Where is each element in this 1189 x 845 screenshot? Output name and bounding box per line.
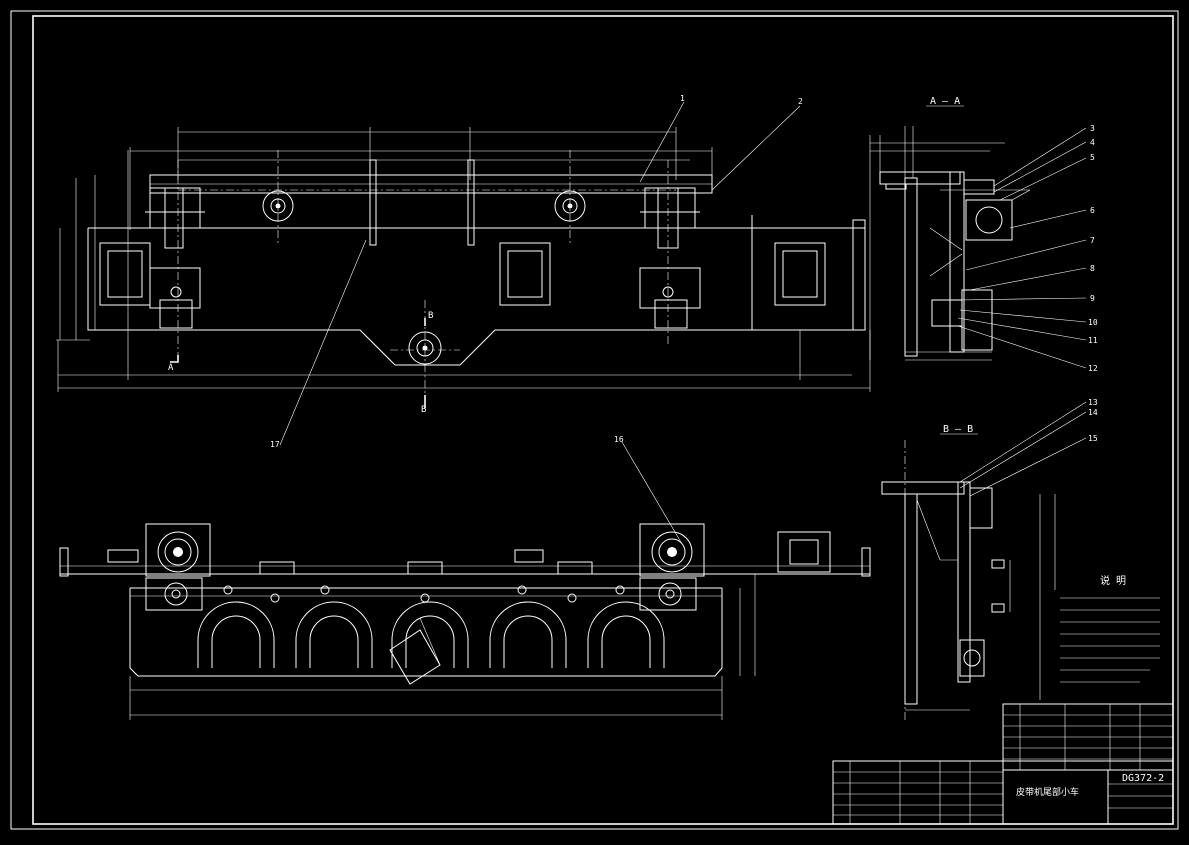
section-a-a: A — A: [869, 96, 1031, 361]
balloon-8: 8: [1090, 264, 1095, 273]
balloon-14: 14: [1088, 408, 1098, 417]
balloon-15: 15: [1088, 434, 1098, 443]
section-b-b: B — B: [881, 424, 1056, 720]
balloon-5: 5: [1090, 153, 1095, 162]
drawing-name: 皮带机尾部小车: [1016, 786, 1079, 798]
balloon-4: 4: [1090, 138, 1095, 147]
leader-lines: [279, 101, 1087, 545]
title-block: 皮带机尾部小车 DG372-2: [1003, 769, 1173, 824]
plan-view: [59, 523, 871, 720]
drawing-number: DG372-2: [1122, 773, 1164, 784]
section-a-a-title: A — A: [930, 96, 960, 107]
cut-mark-a: A: [168, 363, 174, 373]
balloon-16: 16: [614, 435, 624, 444]
drawing-frame: [10, 10, 1179, 830]
cut-mark-b-bottom: B: [421, 405, 426, 415]
balloon-12: 12: [1088, 364, 1098, 373]
notes-title: 说 明: [1100, 574, 1126, 587]
balloon-9: 9: [1090, 294, 1095, 303]
notes-block: 说 明: [1060, 574, 1160, 683]
balloon-11: 11: [1088, 336, 1098, 345]
balloon-17: 17: [270, 440, 280, 449]
part-balloons: 1 2 3 4 5 6 7 8 9 10 11 12 13 14 15 16 1…: [270, 94, 1098, 449]
balloon-13: 13: [1088, 398, 1098, 407]
balloon-1: 1: [680, 94, 685, 103]
parts-list: [832, 703, 1174, 825]
cut-mark-b-top: B: [428, 311, 433, 321]
balloon-2: 2: [798, 97, 803, 106]
front-view: A B B: [56, 127, 871, 415]
balloon-6: 6: [1090, 206, 1095, 215]
balloon-10: 10: [1088, 318, 1098, 327]
section-b-b-title: B — B: [943, 424, 973, 435]
balloon-3: 3: [1090, 124, 1095, 133]
balloon-7: 7: [1090, 236, 1095, 245]
